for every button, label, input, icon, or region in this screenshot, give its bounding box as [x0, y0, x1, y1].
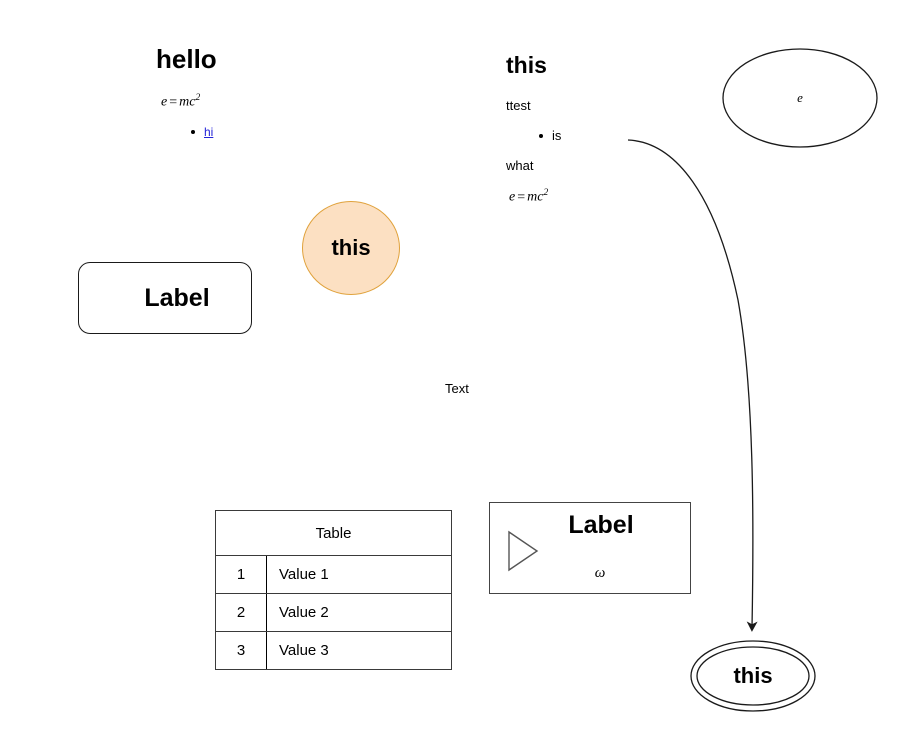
heading-hello: hello: [156, 44, 217, 74]
table-cell-value: Value 2: [266, 593, 452, 632]
standalone-text-label: Text: [445, 381, 469, 396]
diagram-table: Table 1 Value 1 2 Value 2 3 Value 3: [215, 510, 452, 670]
equation-left-exponent: 2: [195, 93, 201, 103]
equation-middle: e=mc2: [509, 188, 561, 206]
ellipse-node-e[interactable]: e: [722, 48, 878, 148]
equation-left-lhs: e: [161, 94, 168, 110]
rect-node-label-text: Label: [568, 511, 634, 539]
text-ttest: ttest: [506, 98, 531, 113]
double-ellipse-node-this[interactable]: this: [690, 640, 816, 712]
table-cell-value: Value 3: [266, 631, 452, 670]
table-body: 1 Value 1 2 Value 2 3 Value 3: [215, 555, 452, 670]
middle-text-block: this ttest is what e=mc2: [506, 52, 561, 206]
diagram-table-wrapper: Table 1 Value 1 2 Value 2 3 Value 3: [215, 510, 452, 670]
ellipse-e-label: e: [797, 90, 803, 105]
rect-node-label[interactable]: Label ω: [489, 502, 691, 594]
left-text-block: hello e=mc2 hi: [156, 44, 217, 139]
link-hi[interactable]: hi: [204, 124, 214, 139]
table-row[interactable]: 3 Value 3: [215, 631, 452, 670]
rounded-rect-label-text: Label: [144, 283, 210, 312]
equation-middle-exponent: 2: [543, 188, 549, 198]
omega-symbol: ω: [594, 565, 606, 581]
equation-middle-operator: =: [517, 189, 526, 205]
text-what: what: [506, 158, 534, 173]
equation-left: e=mc2: [161, 93, 217, 111]
bullet-item-hi: hi: [191, 125, 217, 139]
equation-middle-lhs: e: [509, 189, 516, 205]
equation-middle-rhs: mc: [527, 189, 544, 205]
text-is: is: [552, 128, 562, 143]
heading-this: this: [506, 52, 547, 78]
equation-left-rhs: mc: [179, 94, 196, 110]
circle-node-this[interactable]: this: [302, 201, 400, 295]
double-ellipse-label: this: [733, 663, 773, 688]
table-cell-num: 3: [215, 631, 267, 670]
bullet-item-is: is: [539, 128, 561, 143]
double-ellipse-shape: [690, 640, 816, 712]
table-row[interactable]: 2 Value 2: [215, 593, 452, 632]
play-triangle-icon: [507, 530, 539, 572]
rounded-rect-label[interactable]: Label: [78, 262, 252, 334]
table-cell-value: Value 1: [266, 555, 452, 594]
table-cell-num: 1: [215, 555, 267, 594]
table-row[interactable]: 1 Value 1: [215, 555, 452, 594]
bullet-dot-icon: [191, 129, 195, 134]
ellipse-e-shape: [722, 48, 878, 148]
circle-node-label: this: [331, 235, 371, 260]
equation-left-operator: =: [169, 94, 178, 110]
bullet-dot-icon: [539, 133, 543, 138]
